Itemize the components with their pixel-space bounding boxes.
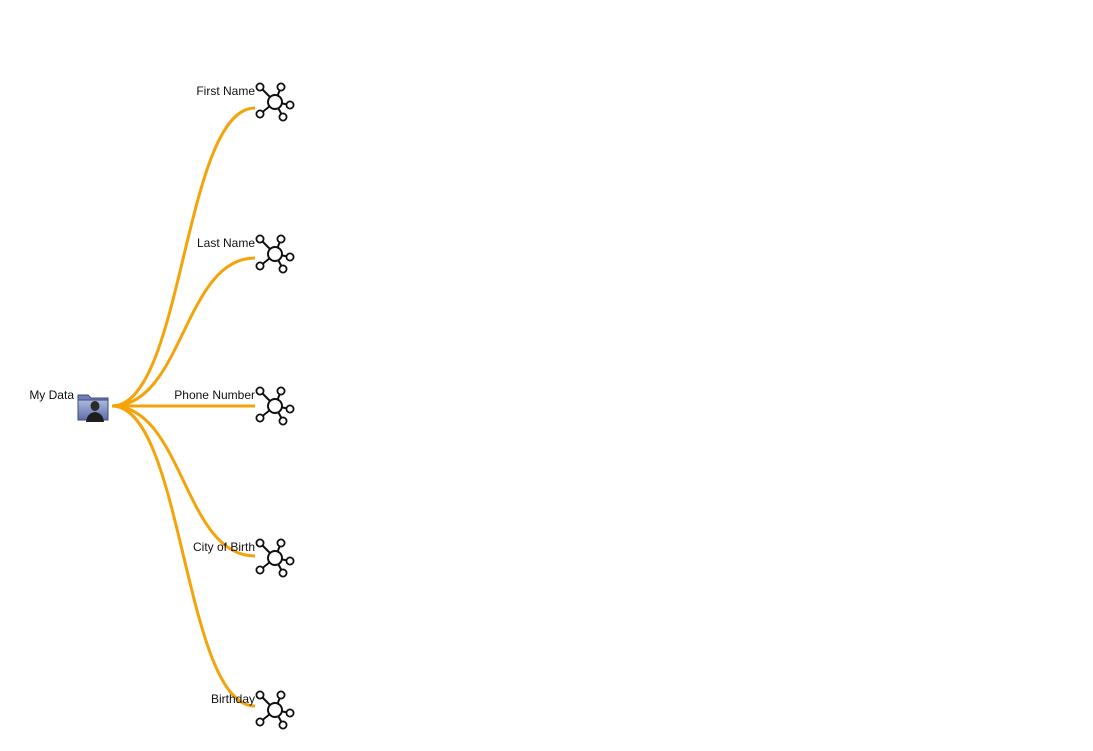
child-label-first-name: First Name — [196, 84, 255, 98]
child-node-city-of-birth[interactable] — [254, 538, 296, 580]
network-hub-icon — [255, 234, 295, 274]
network-hub-icon — [255, 386, 295, 426]
child-label-phone-number: Phone Number — [174, 388, 255, 402]
child-node-phone-number[interactable] — [254, 386, 296, 428]
root-label: My Data — [29, 388, 74, 402]
user-folder-icon — [77, 394, 109, 422]
root-node[interactable] — [76, 389, 112, 425]
child-label-city-of-birth: City of Birth — [192, 540, 255, 554]
network-hub-icon — [255, 690, 295, 730]
link-birthday — [111, 404, 256, 708]
child-node-first-name[interactable] — [254, 82, 296, 124]
child-node-birthday[interactable] — [254, 690, 296, 732]
link-first-name — [111, 106, 256, 408]
network-hub-icon — [255, 82, 295, 122]
link-city-of-birth — [111, 404, 256, 558]
link-last-name — [111, 256, 256, 408]
child-label-last-name: Last Name — [196, 236, 255, 250]
child-node-last-name[interactable] — [254, 234, 296, 276]
network-hub-icon — [255, 538, 295, 578]
child-label-birthday: Birthday — [210, 692, 255, 706]
